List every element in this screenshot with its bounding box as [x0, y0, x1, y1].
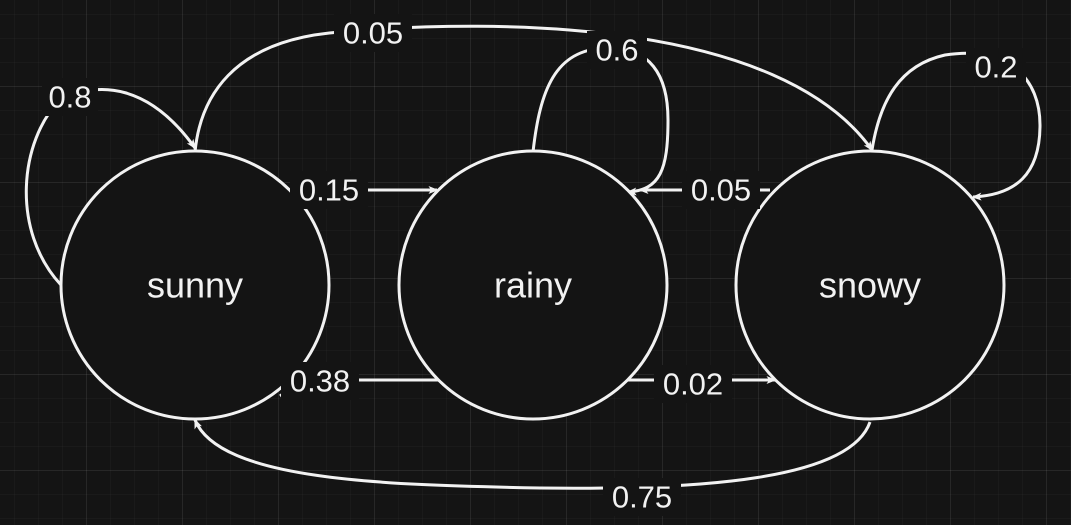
svg-text:0.6: 0.6 — [595, 33, 638, 68]
edge-label-rainy-rainy: 0.6 — [587, 31, 647, 69]
node-rainy-label: rainy — [494, 265, 572, 306]
svg-text:0.05: 0.05 — [343, 16, 403, 51]
node-sunny-label: sunny — [147, 265, 243, 306]
node-snowy[interactable]: snowy — [734, 149, 1006, 421]
edge-label-sunny-sunny: 0.8 — [42, 78, 98, 116]
edge-label-rainy-snowy: 0.02 — [654, 365, 732, 403]
edge-label-sunny-rainy: 0.15 — [290, 171, 368, 209]
svg-text:0.15: 0.15 — [299, 173, 359, 208]
node-sunny[interactable]: sunny — [59, 149, 331, 421]
edge-rainy-rainy[interactable] — [531, 46, 670, 196]
node-snowy-label: snowy — [819, 265, 921, 306]
edge-sunny-snowy[interactable] — [193, 24, 874, 153]
edge-label-rainy-sunny: 0.38 — [281, 362, 359, 400]
edge-label-snowy-sunny: 0.75 — [603, 478, 681, 516]
svg-text:0.38: 0.38 — [290, 364, 350, 399]
svg-text:0.2: 0.2 — [974, 50, 1017, 85]
svg-text:0.05: 0.05 — [691, 173, 751, 208]
node-rainy-circle — [397, 149, 669, 421]
svg-text:0.75: 0.75 — [612, 480, 672, 515]
node-rainy[interactable]: rainy — [397, 149, 669, 421]
edge-snowy-sunny[interactable] — [193, 418, 872, 490]
svg-text:0.8: 0.8 — [48, 80, 91, 115]
edge-label-sunny-snowy: 0.05 — [334, 14, 412, 52]
node-sunny-circle — [59, 149, 331, 421]
edge-label-snowy-snowy: 0.2 — [966, 48, 1026, 86]
node-snowy-circle — [734, 149, 1006, 421]
edge-label-snowy-rainy: 0.05 — [682, 171, 760, 209]
svg-text:0.02: 0.02 — [663, 367, 723, 402]
